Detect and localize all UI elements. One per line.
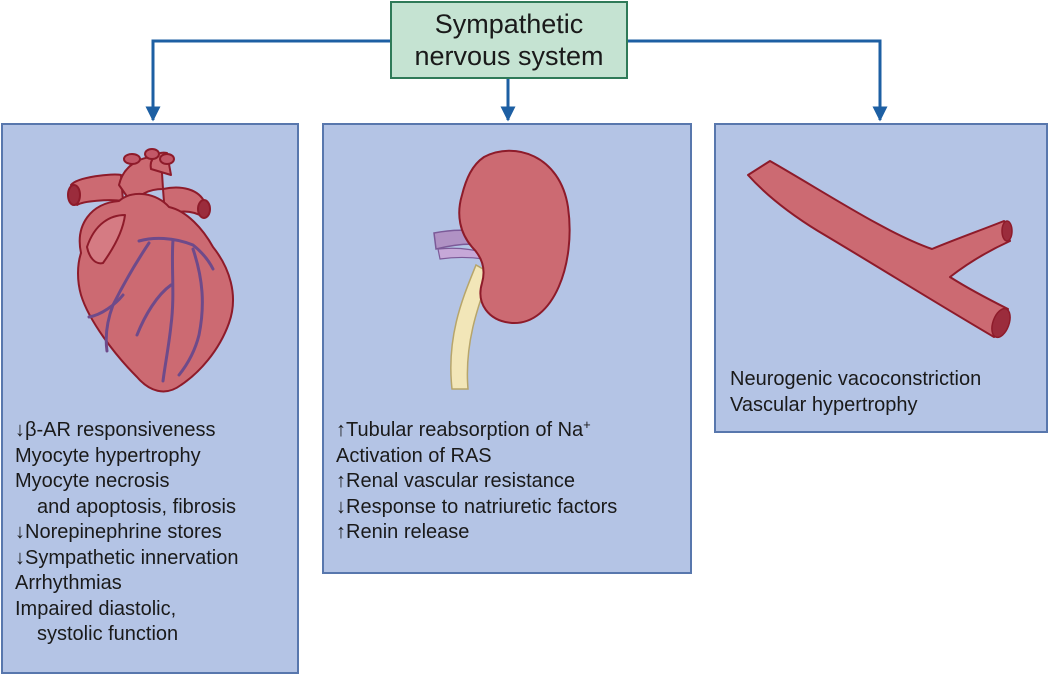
heart-effect-item: Myocyte necrosis [15,470,170,492]
heart-effect-item: Impaired diastolic, [15,597,177,620]
heart-effect-item: ↓Sympathetic innervation [15,546,239,569]
vessel-effects-list: Neurogenic vacoconstriction Vascular hyp… [730,367,981,418]
sympathetic-nervous-system-box: Sympathetic nervous system [390,1,628,79]
root-title-line-2: nervous system [414,41,604,71]
kidney-effect-text: ↑Tubular reabsorption of Na [336,419,584,441]
heart-effect-item: Myocyte hypertrophy [15,444,201,467]
heart-effect-item: and apoptosis, fibrosis [37,495,237,518]
heart-effect-item: ↓Norepinephrine stores [15,521,222,543]
kidney-icon [433,149,571,390]
connector-to-vessel [628,39,888,122]
heart-effect-item: systolic function [37,623,179,645]
kidney-effect-item: ↑Tubular reabsorption of Na+ [336,418,617,444]
heart-effect-item: Arrhythmias [15,572,122,594]
blood-vessel-icon [747,160,1013,339]
kidney-effects-panel: ↑Tubular reabsorption of Na+ Activation … [322,123,692,574]
root-title-line-1: Sympathetic [434,9,584,39]
kidney-effect-item: ↑Renin release [336,521,470,543]
heart-effects-panel: ↓β-AR responsiveness Myocyte hypertrophy… [1,123,299,674]
vessel-effect-item: Vascular hypertrophy [730,393,918,416]
kidney-effect-item: Activation of RAS [336,444,492,467]
kidney-effect-item: ↓Response to natriuretic factors [336,495,618,518]
sodium-charge-superscript: + [583,417,591,432]
kidney-effect-item: ↑Renal vascular resistance [336,470,575,492]
heart-icon [67,148,234,393]
connector-to-heart [145,39,390,122]
kidney-effects-list: ↑Tubular reabsorption of Na+ Activation … [336,418,617,546]
vessel-effect-item: Neurogenic vacoconstriction [730,368,982,390]
heart-effect-item: ↓β-AR responsiveness [15,419,216,441]
vessel-effects-panel: Neurogenic vacoconstriction Vascular hyp… [714,123,1048,433]
heart-effects-list: ↓β-AR responsiveness Myocyte hypertrophy… [15,418,238,648]
